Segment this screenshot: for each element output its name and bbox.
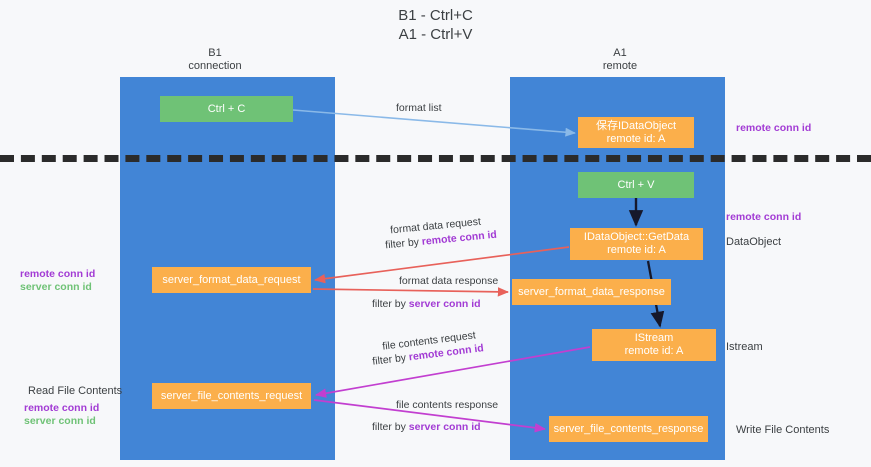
node-ctrl-v[interactable]: Ctrl + V	[578, 172, 694, 198]
node-server-file-contents-response-label: server_file_contents_response	[553, 422, 704, 435]
node-istream-line2: remote id: A	[624, 345, 684, 357]
filter-key-server-conn-id: server conn id	[408, 421, 481, 433]
node-server-format-data-response[interactable]: server_format_data_response	[512, 279, 671, 305]
column-header-b1: B1 connection	[155, 47, 275, 73]
node-idataobject-getdata-line1: IDataObject::GetData	[583, 231, 690, 243]
node-server-file-contents-response[interactable]: server_file_contents_response	[549, 416, 708, 442]
filter-key-server-conn-id: server conn id	[408, 298, 481, 310]
edge-label-file-contents-response-filter: filter by server conn id	[372, 420, 481, 434]
column-header-a1-role: remote	[602, 60, 638, 72]
page-title: B1 - Ctrl+C A1 - Ctrl+V	[0, 6, 871, 44]
annotation-left-conn-ids-2: remote conn id server conn id	[24, 402, 99, 428]
edge-label-format-data-response-filter: filter by server conn id	[372, 297, 481, 311]
annotation-remote-conn-id-top: remote conn id	[736, 122, 812, 134]
node-idataobject-getdata-line2: remote id: A	[607, 244, 666, 256]
node-ctrl-v-label: Ctrl + V	[617, 178, 655, 191]
node-ctrl-c-label: Ctrl + C	[207, 102, 246, 115]
annotation-left-server-conn-id-2: server conn id	[24, 415, 96, 427]
annotation-left-remote-conn-id: remote conn id	[20, 268, 96, 280]
annotation-left-conn-ids: remote conn id server conn id	[20, 268, 95, 294]
node-server-file-contents-request[interactable]: server_file_contents_request	[152, 383, 311, 409]
node-save-idataobject[interactable]: 保存IDataObject remote id: A	[578, 117, 694, 148]
annotation-istream: Istream	[726, 341, 763, 353]
edge-label-file-contents-response: file contents response	[396, 399, 499, 411]
node-istream[interactable]: IStream remote id: A	[592, 329, 716, 361]
edge-label-format-data-response: format data response	[399, 275, 499, 287]
annotation-write-file-contents: Write File Contents	[736, 424, 830, 436]
annotation-left-server-conn-id: server conn id	[20, 281, 92, 293]
filter-prefix: filter by	[372, 298, 409, 310]
node-server-file-contents-request-label: server_file_contents_request	[160, 389, 303, 402]
filter-prefix: filter by	[372, 421, 409, 433]
annotation-remote-conn-id-mid: remote conn id	[726, 211, 802, 223]
column-header-b1-name: B1	[208, 47, 222, 59]
node-idataobject-getdata[interactable]: IDataObject::GetData remote id: A	[570, 228, 703, 260]
column-header-b1-role: connection	[188, 60, 242, 72]
filter-prefix: filter by	[384, 235, 423, 252]
phase-divider	[0, 155, 871, 162]
column-header-a1-name: A1	[613, 47, 627, 59]
annotation-left-remote-conn-id-2: remote conn id	[24, 402, 100, 414]
node-server-format-data-request[interactable]: server_format_data_request	[152, 267, 311, 293]
node-server-format-data-request-label: server_format_data_request	[162, 273, 301, 286]
edge-label-format-list: format list	[396, 102, 442, 114]
node-istream-line1: IStream	[634, 332, 674, 344]
filter-prefix: filter by	[371, 351, 410, 368]
title-line-2: A1 - Ctrl+V	[398, 26, 473, 43]
node-save-idataobject-line1: 保存IDataObject	[595, 119, 677, 132]
title-line-1: B1 - Ctrl+C	[398, 7, 473, 24]
node-server-format-data-response-label: server_format_data_response	[518, 285, 665, 298]
node-ctrl-c[interactable]: Ctrl + C	[160, 96, 293, 122]
annotation-read-file-contents: Read File Contents	[28, 385, 123, 397]
node-save-idataobject-line2: remote id: A	[606, 132, 666, 145]
annotation-dataobject: DataObject	[726, 236, 782, 248]
column-header-a1: A1 remote	[560, 47, 680, 73]
